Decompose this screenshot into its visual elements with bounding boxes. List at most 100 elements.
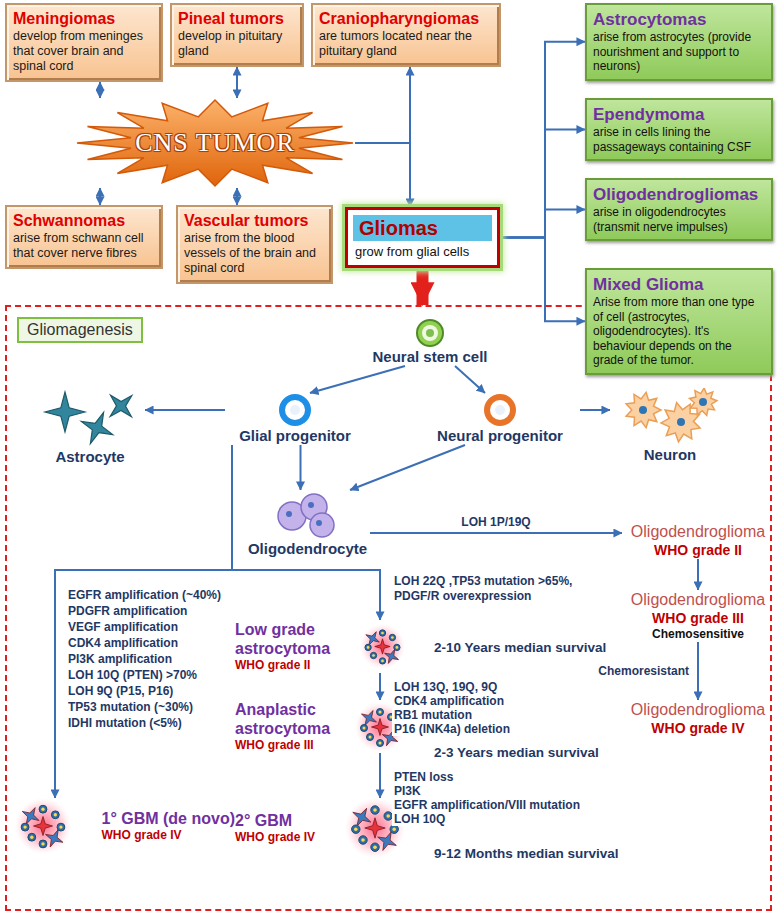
nucleus [30, 836, 33, 839]
connector [55, 445, 232, 798]
connector [379, 673, 381, 700]
nucleus [379, 741, 382, 744]
connector [310, 366, 405, 393]
node-text: arise from the blood vessels of the brai… [184, 231, 325, 276]
tumor-cell [22, 808, 39, 825]
tumor-cell [362, 710, 377, 725]
nucleus [381, 660, 384, 663]
tumor-cell [390, 825, 398, 833]
node-title: Oligodendrocyte [248, 540, 367, 558]
glioma-type-box: Mixed GliomaArise from more than one typ… [585, 268, 773, 375]
node-text: WHO grade II [235, 658, 353, 673]
node-title: Gliomagenesis [17, 317, 143, 343]
node-text: WHO grade II [622, 542, 774, 559]
cell-shape [282, 397, 308, 423]
nucleus [381, 632, 384, 635]
node-title: Astrocyte [55, 448, 124, 466]
node-title: Neural stem cell [372, 348, 487, 366]
tumor-cell [377, 708, 384, 715]
node-title: CNS TUMOR [135, 128, 295, 158]
tumor-cell [21, 823, 29, 831]
genetic-event: IDHI mutation (<5%) [66, 716, 184, 730]
burst-shape: CNS TUMOR [75, 98, 355, 188]
node-title: Low grade astrocytoma [235, 620, 353, 658]
node-title: Pineal tumors [178, 9, 296, 29]
connector [350, 445, 465, 490]
node-title: Oligodendroglioma [622, 700, 774, 720]
cell-node: Glial progenitor [225, 393, 365, 445]
nucleus [316, 520, 322, 526]
edge-label: Chemoresistant [595, 664, 692, 678]
text-column: 2° GBMWHO grade IV [235, 811, 345, 845]
tumor-cell [352, 825, 360, 833]
genetic-event: PDGFR amplification [66, 604, 189, 618]
node-title: Craniopharyngiomas [319, 9, 493, 29]
tumor-grade: 1° GBM (de novo)WHO grade IV [15, 798, 235, 854]
cell-node: Neuron [610, 388, 730, 464]
node-title: Gliomas [353, 215, 492, 241]
tumor-cell [379, 658, 385, 664]
genetic-event: CDK4 amplification [392, 694, 506, 708]
node-text: WHO grade IV [101, 828, 235, 843]
connector [236, 188, 238, 205]
genetic-event: PTEN loss [392, 770, 455, 784]
tumor-type-box: Pineal tumorsdevelop in pituitary gland [170, 3, 304, 67]
tumor-cell [39, 840, 47, 848]
tumor-icon [360, 624, 405, 669]
node-text: develop from meninges that cover brain a… [13, 29, 155, 74]
connector [580, 409, 610, 411]
genetic-event: TP53 mutation (~30%) [66, 700, 195, 714]
node-text: WHO grade IV [235, 830, 345, 845]
connector [500, 210, 585, 238]
tumor-grade: Low grade astrocytomaWHO grade II [235, 620, 405, 673]
tumor-type-box: Vascular tumorsarise from the blood vess… [176, 205, 333, 284]
nucleus [308, 502, 314, 508]
astrocyte-icon [35, 390, 145, 448]
tumor-type-box: Schwannomasarise from schwann cell that … [5, 205, 163, 269]
node-title: 2° GBM [235, 811, 345, 830]
glioma-type-box: Ependymomaarise in cells lining the pass… [585, 98, 773, 161]
nucleus [699, 398, 707, 406]
connector [697, 559, 699, 590]
genetic-event: RB1 mutation [392, 708, 474, 722]
tumor-cell [39, 805, 47, 813]
node-title: Ependymoma [593, 104, 765, 125]
nucleus [354, 827, 358, 831]
connector [355, 67, 410, 143]
progenitor-icon [483, 393, 517, 427]
connector [379, 753, 381, 798]
connector [697, 642, 699, 700]
nucleus [41, 808, 44, 811]
nucleus [369, 735, 372, 738]
cell-node: Neural progenitor [420, 393, 580, 445]
genetic-event: EGFR amplification (~40%) [66, 588, 223, 602]
node-title: Meningiomas [13, 9, 155, 29]
progenitor-icon [278, 393, 312, 427]
glioma-type-box: Astrocytomasarise from astrocytes (provi… [585, 3, 773, 81]
node-title: Oligodendroglioma [622, 590, 774, 610]
genetic-event: VEGF amplification [66, 620, 180, 634]
neuron-shape [690, 388, 717, 416]
connector [145, 409, 225, 411]
tumor-icon [15, 798, 71, 854]
tumor-cell [353, 808, 371, 826]
connector [355, 143, 410, 207]
nucleus [373, 808, 377, 812]
connector [99, 82, 101, 98]
tumor-cell [370, 652, 376, 658]
nucleus [639, 406, 647, 414]
genetic-event: PI3K amplification [66, 652, 174, 666]
glioma-box: Gliomasgrow from glial cells [345, 207, 500, 268]
node-text: grow from glial cells [353, 241, 492, 260]
cell-shape [426, 329, 434, 337]
nucleus [391, 636, 394, 639]
tumor-cell [361, 724, 368, 731]
survival-note: 2-3 Years median survival [432, 745, 601, 761]
nucleus [54, 813, 57, 816]
node-title: Mixed Glioma [593, 274, 765, 295]
connector [500, 130, 585, 238]
stem-cell-icon [415, 318, 445, 348]
tumor-cell [377, 739, 384, 746]
tumor-type-box: Meningiomasdevelop from meninges that co… [5, 3, 163, 82]
tumor-cell [359, 836, 367, 844]
